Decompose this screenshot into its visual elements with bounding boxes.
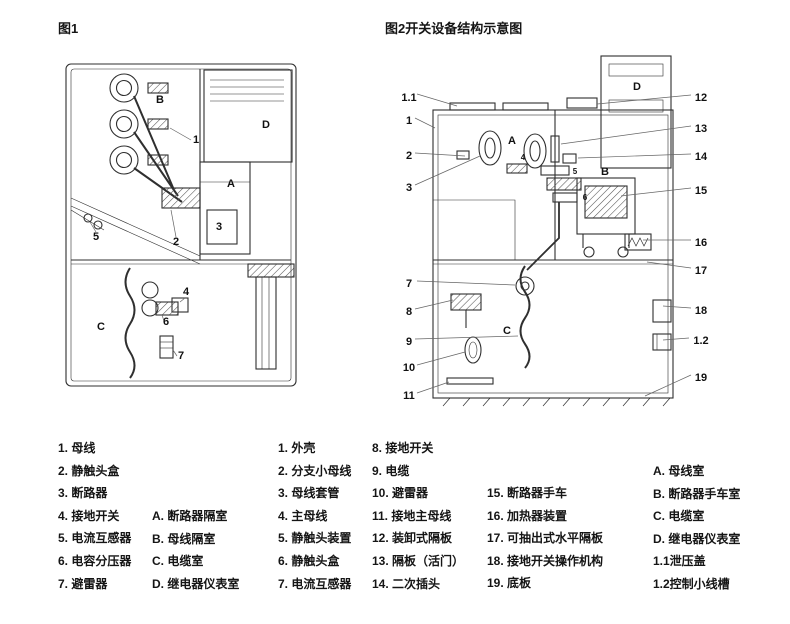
legend-fig1-parts: 1. 母线 2. 静触头盒 3. 断路器 4. 接地开关 5. 电流互感器 6.…: [58, 437, 131, 595]
callout-label: 11: [403, 390, 415, 402]
fig2-left-callouts: 1.1 1 2 3 7 8 9 10 11: [401, 92, 416, 402]
fig2-inner-callouts: A B C D 4 5 6: [503, 81, 641, 337]
legend-item: 2. 分支小母线: [278, 463, 352, 478]
fig1-leader-lines: [89, 127, 192, 357]
fig2-breaker-handcart: [576, 177, 652, 258]
fig2-cable: [519, 265, 531, 369]
legend-item: D. 继电器仪表室: [653, 531, 741, 546]
legend-item: A. 母线室: [653, 464, 705, 478]
legend-fig2-parts-2: 8. 接地开关 9. 电缆 10. 避雷器 11. 接地主母线 12. 装卸式隔…: [372, 437, 464, 595]
callout-label: D: [633, 81, 641, 93]
legend-item: 1. 母线: [58, 441, 96, 455]
callout-label: D: [262, 119, 270, 131]
callout-label: 10: [403, 362, 415, 374]
legend-item: 17. 可抽出式水平隔板: [487, 531, 604, 546]
legend-item: 1.1泄压盖: [653, 554, 706, 569]
callout-label: C: [503, 325, 511, 337]
fig2-cabinet-outline: [432, 55, 674, 407]
legend-item: 6. 电容分压器: [58, 553, 132, 568]
fig1-breaker-assembly: [161, 161, 251, 255]
callout-label: 2: [173, 236, 179, 248]
legend-item: B. 母线隔室: [152, 531, 216, 546]
legend-item: 18. 接地开关操作机构: [487, 553, 604, 568]
fig1-cable: [124, 267, 136, 379]
legend-item: 16. 加热器装置: [487, 508, 568, 523]
legend-item: 9. 电缆: [372, 463, 410, 478]
legend-item: A. 断路器隔室: [152, 509, 228, 523]
legend-item: 6. 静触头盒: [278, 553, 340, 568]
legend-item: 11. 接地主母线: [372, 508, 452, 523]
legend-item: 14. 二次插头: [372, 576, 441, 591]
legend-item: 2. 静触头盒: [58, 463, 120, 478]
legend-item: 3. 断路器: [58, 486, 108, 501]
callout-label: 18: [695, 305, 707, 317]
legend-item: D. 继电器仪表室: [152, 576, 240, 591]
callout-label: 4: [183, 286, 190, 298]
callout-label: 6: [583, 193, 588, 202]
legend-item: 1.2控制小线槽: [653, 576, 730, 591]
legend-item: 3. 母线套管: [278, 486, 340, 501]
legend-item: 12. 装卸式隔板: [372, 531, 453, 546]
callout-label: 14: [695, 151, 708, 163]
legend-item: 7. 电流互感器: [278, 576, 352, 591]
legend-item: 15. 断路器手车: [487, 486, 568, 500]
callout-label: 1.1: [401, 92, 416, 104]
callout-label: 1.2: [693, 335, 708, 347]
callout-label: 15: [695, 185, 707, 197]
callout-label: 1: [193, 134, 199, 146]
fig1-callout-labels: B 1 D A 2 3 5 4 6 7 C: [93, 94, 270, 362]
legend-item: 4. 接地开关: [58, 508, 120, 523]
fig1-busbar-bushings: [109, 73, 183, 203]
legend-item: 7. 避雷器: [58, 576, 108, 591]
fig2-leader-lines: [414, 93, 692, 397]
callout-label: 3: [216, 221, 222, 233]
legend-fig2-parts-1: 1. 外壳 2. 分支小母线 3. 母线套管 4. 主母线 5. 静触头装置 6…: [278, 437, 351, 595]
callout-label: A: [508, 135, 516, 147]
legend-item: 5. 电流互感器: [58, 531, 132, 546]
fig1-cabinet-outline: [65, 63, 297, 387]
legend-item: 13. 隔板（活门）: [372, 553, 465, 568]
legend-item: 4. 主母线: [278, 508, 328, 523]
fig1-cable-compartment: [70, 209, 295, 379]
legend-item: B. 断路器手车室: [653, 486, 741, 501]
callout-label: 3: [406, 182, 412, 194]
callout-label: 8: [406, 306, 412, 318]
callout-label: 7: [406, 278, 412, 290]
callout-label: 9: [406, 336, 412, 348]
callout-label: 6: [163, 316, 169, 328]
callout-label: 16: [695, 237, 707, 249]
callout-label: 17: [695, 265, 707, 277]
legend-item: C. 电缆室: [152, 554, 204, 569]
callout-label: 4: [521, 153, 526, 162]
legend-item: 5. 静触头装置: [278, 531, 352, 546]
figure1-drawing: B 1 D A 2 3 5 4 6 7 C: [65, 63, 297, 387]
callout-label: 5: [93, 231, 99, 243]
legend-item: 10. 避雷器: [372, 486, 429, 501]
legend-item: 8. 接地开关: [372, 441, 434, 455]
callout-label: 12: [695, 92, 707, 104]
callout-label: 7: [178, 350, 184, 362]
callout-label: B: [601, 166, 609, 178]
legend-fig2-rooms: A. 母线室 B. 断路器手车室 C. 电缆室 D. 继电器仪表室 1.1泄压盖…: [653, 460, 740, 596]
callout-label: B: [156, 94, 164, 106]
callout-label: 2: [406, 150, 412, 162]
legend-item: 19. 底板: [487, 576, 532, 591]
fig2-cable-room: [446, 265, 672, 385]
legend-item: 1. 外壳: [278, 441, 316, 455]
callout-label: 19: [695, 372, 707, 384]
fig2-busbar-room: [456, 130, 582, 271]
legend-fig1-rooms: A. 断路器隔室 B. 母线隔室 C. 电缆室 D. 继电器仪表室: [152, 505, 239, 595]
callout-label: 5: [573, 167, 578, 176]
callout-label: A: [227, 178, 235, 190]
callout-label: C: [97, 321, 105, 333]
figure1-title: 图1: [58, 21, 79, 36]
callout-label: 13: [695, 123, 707, 135]
callout-label: 1: [406, 115, 412, 127]
fig2-right-callouts: 12 13 14 15 16 17 18 1.2 19: [693, 92, 708, 384]
legend-fig2-parts-3: 15. 断路器手车 16. 加热器装置 17. 可抽出式水平隔板 18. 接地开…: [487, 482, 603, 595]
figure2-title: 图2开关设备结构示意图: [385, 21, 523, 36]
legend-item: C. 电缆室: [653, 509, 705, 524]
figure2-drawing: 1.1 1 2 3 7 8 9 10 11 12 13 14 15 16 17 …: [401, 55, 709, 407]
